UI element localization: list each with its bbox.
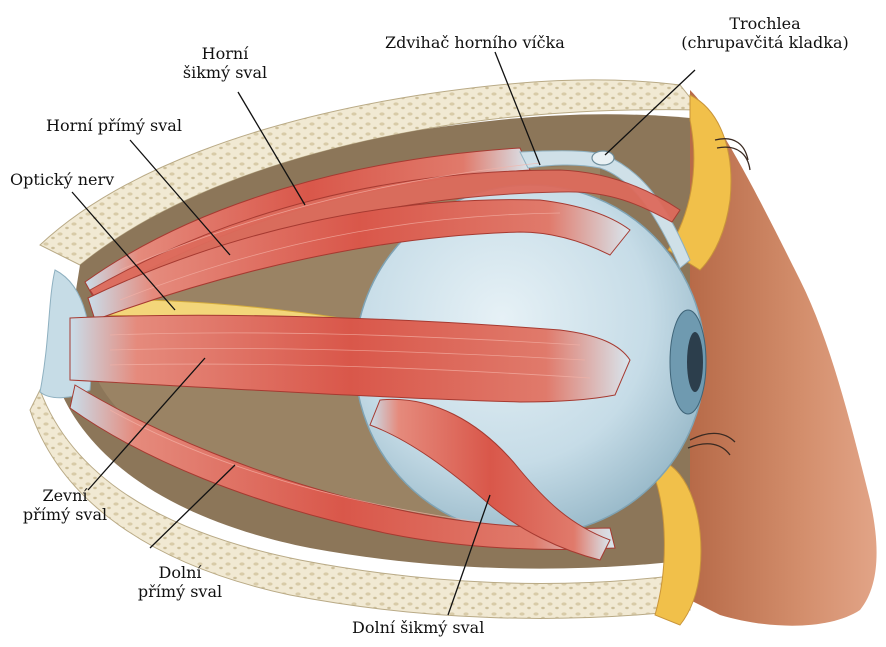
trochlea [592, 151, 614, 165]
label-trochlea: Trochlea (chrupavčitá kladka) [660, 14, 870, 52]
label-levator: Zdvihač horního víčka [385, 33, 565, 52]
label-lateral-rectus-line2: přímý sval [10, 505, 120, 524]
label-inferior-rectus-line1: Dolní [125, 563, 235, 582]
label-superior-rectus: Horní přímý sval [46, 116, 182, 135]
label-superior-oblique: Horní šikmý sval [170, 44, 280, 82]
label-optic-nerve: Optický nerv [10, 170, 114, 189]
label-trochlea-line2: (chrupavčitá kladka) [660, 33, 870, 52]
label-inferior-rectus: Dolní přímý sval [125, 563, 235, 601]
label-inferior-oblique: Dolní šikmý sval [352, 618, 484, 637]
label-lateral-rectus-line1: Zevní [10, 486, 120, 505]
label-trochlea-line1: Trochlea [660, 14, 870, 33]
label-superior-oblique-line1: Horní [170, 44, 280, 63]
label-inferior-rectus-line2: přímý sval [125, 582, 235, 601]
label-superior-oblique-line2: šikmý sval [170, 63, 280, 82]
label-lateral-rectus: Zevní přímý sval [10, 486, 120, 524]
